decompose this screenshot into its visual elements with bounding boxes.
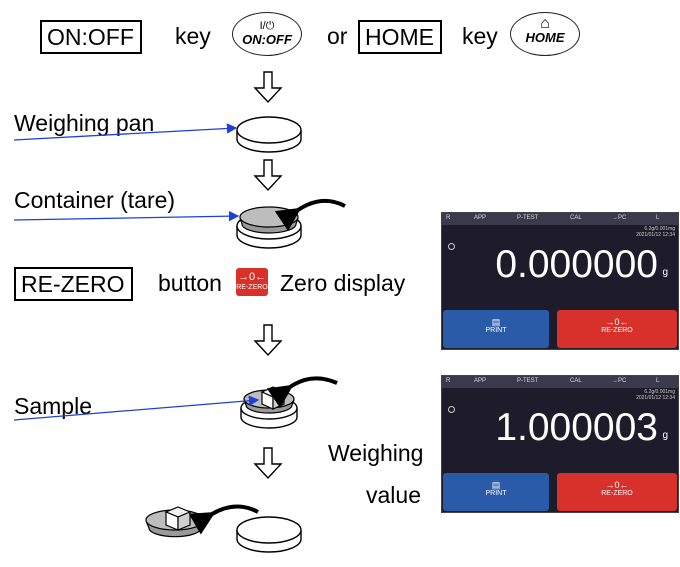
container-icon bbox=[145, 506, 205, 538]
weighing-pan-icon bbox=[236, 116, 302, 153]
print-icon: ▤ bbox=[491, 317, 501, 327]
stable-indicator-icon bbox=[448, 243, 455, 250]
home-key-label: HOME bbox=[358, 20, 442, 54]
print-button[interactable]: ▤ PRINT bbox=[443, 473, 549, 511]
weight-unit: g bbox=[662, 430, 668, 441]
status-level: L bbox=[656, 215, 660, 221]
down-arrow-icon bbox=[253, 324, 283, 357]
container-icon bbox=[236, 206, 302, 249]
status-range: R bbox=[446, 215, 451, 221]
weight-value: 0.000000 bbox=[495, 243, 658, 286]
sample-cube-icon bbox=[240, 386, 298, 429]
range-line: 6.2g/0.001mg bbox=[644, 389, 675, 395]
onoff-button-illustration: I/⏻ ON:OFF bbox=[232, 12, 302, 56]
weight-unit: g bbox=[662, 267, 668, 278]
home-button-text: HOME bbox=[525, 30, 565, 45]
onoff-key-label: ON:OFF bbox=[40, 20, 142, 54]
rezero-button[interactable]: →0← RE-ZERO bbox=[557, 473, 677, 511]
weighing-pan-label: Weighing pan bbox=[14, 110, 155, 136]
value-label: value bbox=[366, 482, 421, 508]
rezero-button[interactable]: →0← RE-ZERO bbox=[557, 310, 677, 348]
zero-display-label: Zero display bbox=[280, 270, 406, 296]
rezero-icon: →0← bbox=[605, 317, 629, 327]
rezero-button-illustration: →0← RE-ZERO bbox=[236, 268, 268, 296]
curved-arrow-icon bbox=[188, 504, 259, 535]
key-word-2: key bbox=[462, 23, 498, 49]
container-label: Container (tare) bbox=[14, 187, 176, 213]
status-pc: →PC bbox=[612, 215, 627, 221]
power-icon: I/⏻ bbox=[259, 20, 275, 32]
home-icon: ⌂ bbox=[540, 15, 550, 32]
rezero-arrows-icon: →0← bbox=[237, 271, 267, 283]
weight-value: 1.000003 bbox=[495, 406, 658, 449]
pointer-line bbox=[13, 395, 260, 421]
rezero-label: RE-ZERO bbox=[601, 327, 633, 334]
status-bar: R APP P-TEST CAL →PC L bbox=[442, 376, 678, 388]
balance-display-zero: R APP P-TEST CAL →PC L 6.2g/0.001mg 2021… bbox=[441, 212, 679, 350]
print-icon: ▤ bbox=[491, 480, 501, 490]
print-label: PRINT bbox=[485, 327, 507, 334]
status-ptest: P-TEST bbox=[517, 215, 539, 221]
rezero-icon: →0← bbox=[605, 480, 629, 490]
rezero-label: RE-ZERO bbox=[601, 490, 633, 497]
home-button-illustration: ⌂ HOME bbox=[510, 12, 580, 56]
down-arrow-icon bbox=[253, 71, 283, 104]
weighing-label: Weighing bbox=[328, 440, 424, 466]
status-pc: →PC bbox=[612, 378, 627, 384]
curved-arrow-icon bbox=[266, 376, 338, 409]
pointer-line bbox=[13, 123, 238, 141]
button-word: button bbox=[158, 270, 222, 296]
datetime: 2021/01/12 12:34 bbox=[636, 232, 675, 238]
range-line: 6.2g/0.001mg bbox=[644, 226, 675, 232]
status-level: L bbox=[656, 378, 660, 384]
weighing-pan-icon bbox=[236, 516, 302, 553]
print-label: PRINT bbox=[485, 490, 507, 497]
status-cal: CAL bbox=[570, 215, 582, 221]
status-app: APP bbox=[474, 378, 487, 384]
print-button[interactable]: ▤ PRINT bbox=[443, 310, 549, 348]
status-app: APP bbox=[474, 215, 487, 221]
onoff-button-text: ON:OFF bbox=[242, 32, 292, 47]
rezero-key-label: RE-ZERO bbox=[14, 267, 133, 301]
datetime: 2021/01/12 12:34 bbox=[636, 395, 675, 401]
curved-arrow-icon bbox=[274, 198, 346, 232]
key-word-1: key bbox=[175, 23, 211, 49]
status-cal: CAL bbox=[570, 378, 582, 384]
down-arrow-icon bbox=[253, 447, 283, 480]
stable-indicator-icon bbox=[448, 406, 455, 413]
or-word: or bbox=[327, 23, 348, 49]
status-range: R bbox=[446, 378, 451, 384]
screen-info: 6.2g/0.001mg 2021/01/12 12:34 bbox=[636, 226, 675, 238]
screen-info: 6.2g/0.001mg 2021/01/12 12:34 bbox=[636, 389, 675, 401]
balance-display-weight: R APP P-TEST CAL →PC L 6.2g/0.001mg 2021… bbox=[441, 375, 679, 513]
rezero-button-text: RE-ZERO bbox=[236, 284, 268, 291]
down-arrow-icon bbox=[253, 159, 283, 192]
pointer-line bbox=[13, 210, 240, 222]
status-bar: R APP P-TEST CAL →PC L bbox=[442, 213, 678, 225]
status-ptest: P-TEST bbox=[517, 378, 539, 384]
